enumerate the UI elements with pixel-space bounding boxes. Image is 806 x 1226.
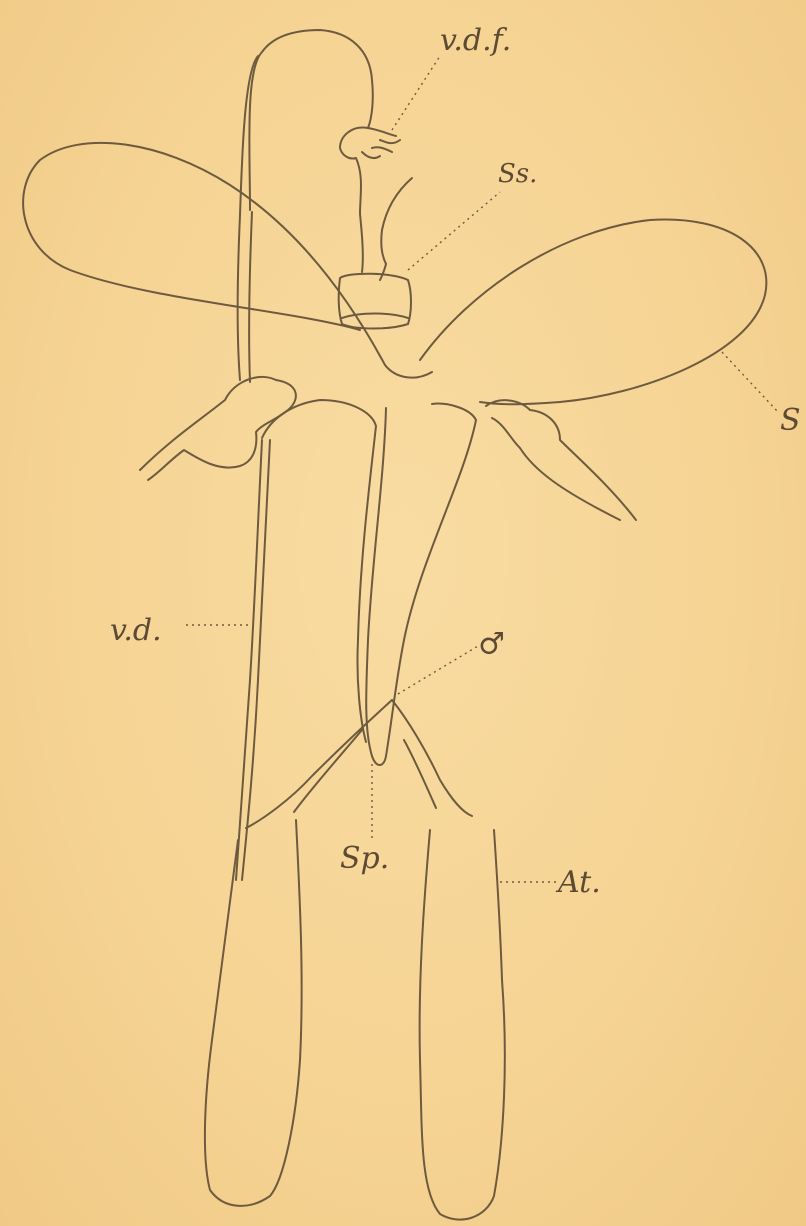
central-column-right <box>386 404 476 756</box>
leader-male <box>398 646 478 694</box>
vdf-right-wall <box>381 178 412 264</box>
label-ss: Ss. <box>498 159 537 189</box>
central-column-tip <box>372 756 386 765</box>
left-sac <box>23 143 432 378</box>
label-vd: v.d. <box>110 613 162 648</box>
right-atrium <box>420 830 505 1220</box>
label-male: ♂ <box>478 627 505 662</box>
right-branch <box>392 700 472 816</box>
label-s: S <box>780 403 801 438</box>
leader-s <box>722 352 778 412</box>
leader-ss <box>408 192 500 270</box>
ss-cup <box>339 274 411 329</box>
left-branch <box>246 700 392 828</box>
vdf-fringe <box>362 128 400 158</box>
right-sac <box>420 220 766 405</box>
right-duct <box>486 400 636 520</box>
vdf-sac <box>249 30 372 210</box>
label-sp: Sp. <box>340 841 389 876</box>
leader-vdf <box>392 56 440 130</box>
left-duct <box>140 377 296 480</box>
ss-cup-rim <box>342 314 408 319</box>
central-column-left <box>366 408 386 756</box>
label-at: At. <box>555 865 601 900</box>
label-vdf: v.d.f. <box>440 23 511 58</box>
central-left-lobe <box>262 400 376 742</box>
left-atrium <box>205 820 302 1206</box>
vdf-neck <box>340 128 368 214</box>
